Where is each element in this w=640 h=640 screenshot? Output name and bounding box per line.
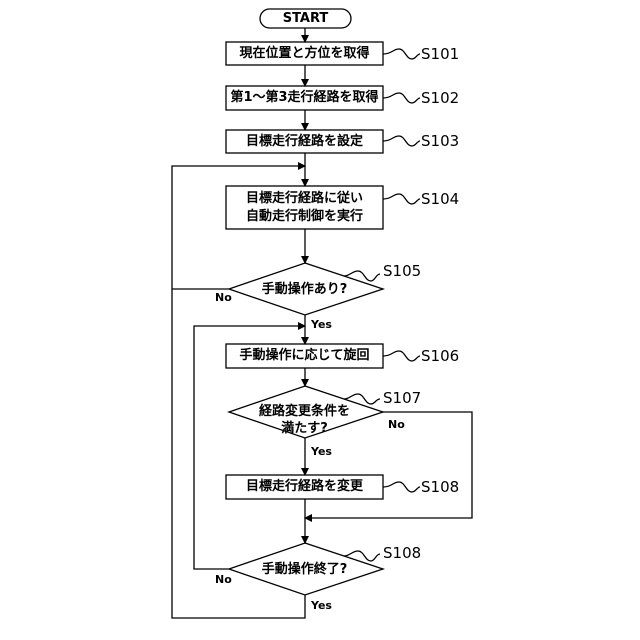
s107-label-line1: 経路変更条件を bbox=[226, 403, 383, 420]
s107-label-line2: 満たす? bbox=[226, 420, 383, 437]
s104-label-line1: 目標走行経路に従い bbox=[226, 190, 383, 207]
step-number-s101: S101 bbox=[421, 46, 459, 63]
start-label: START bbox=[260, 10, 351, 27]
step-number-s108b: S108 bbox=[383, 545, 421, 562]
s102-label: 第1～第3走行経路を取得 bbox=[226, 89, 383, 106]
s101-label: 現在位置と方位を取得 bbox=[226, 45, 383, 62]
leader-s108b bbox=[344, 551, 380, 561]
leader-s104 bbox=[383, 194, 420, 204]
s103-label: 目標走行経路を設定 bbox=[226, 133, 383, 150]
s105-yes-label: Yes bbox=[311, 318, 332, 331]
s107-no-label: No bbox=[388, 418, 405, 431]
s104-label-line2: 自動走行制御を実行 bbox=[226, 208, 383, 225]
leader-s108 bbox=[383, 482, 420, 492]
s105-label: 手動操作あり? bbox=[226, 281, 383, 298]
leader-s106 bbox=[383, 351, 420, 361]
s108b-no-label: No bbox=[215, 573, 232, 586]
s108-label: 目標走行経路を変更 bbox=[226, 478, 383, 495]
step-number-s108: S108 bbox=[421, 479, 459, 496]
s108b-yes-label: Yes bbox=[311, 599, 332, 612]
step-number-s106: S106 bbox=[421, 348, 459, 365]
step-number-s102: S102 bbox=[421, 90, 459, 107]
leader-s103 bbox=[383, 136, 420, 146]
leader-s102 bbox=[383, 93, 420, 103]
step-number-s103: S103 bbox=[421, 133, 459, 150]
s107-yes-label: Yes bbox=[311, 445, 332, 458]
step-number-s107: S107 bbox=[383, 390, 421, 407]
s106-label: 手動操作に応じて旋回 bbox=[226, 347, 383, 364]
leader-s105 bbox=[344, 271, 380, 281]
step-number-s104: S104 bbox=[421, 191, 459, 208]
s105-no-label: No bbox=[215, 291, 232, 304]
leader-s101 bbox=[383, 49, 420, 59]
s108b-label: 手動操作終了? bbox=[226, 561, 383, 578]
step-number-s105: S105 bbox=[383, 263, 421, 280]
